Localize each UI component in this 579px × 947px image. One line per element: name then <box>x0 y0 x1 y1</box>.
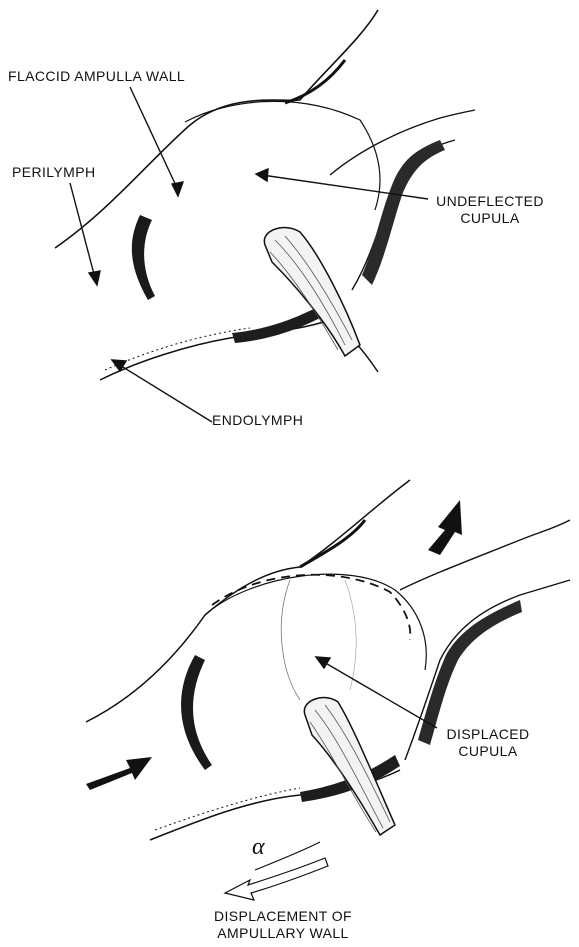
displaced-cupula-label: DISPLACED CUPULA <box>438 726 538 760</box>
alpha-label: α <box>252 834 265 861</box>
undeflected-cupula-line2: CUPULA <box>430 210 550 227</box>
displacement-line1: DISPLACEMENT OF <box>188 908 378 925</box>
perilymph-label: PERILYMPH <box>12 164 95 181</box>
top-ampulla-illustration <box>55 10 475 380</box>
displacement-of-ampullary-wall-label: DISPLACEMENT OF AMPULLARY WALL <box>188 908 378 942</box>
flow-arrows <box>86 500 462 790</box>
flow-arrow-upper <box>428 500 462 555</box>
displaced-cupula-line2: CUPULA <box>438 743 538 760</box>
flow-arrow-lower <box>86 757 152 790</box>
undeflected-cupula-line1: UNDEFLECTED <box>430 193 550 210</box>
flaccid-ampulla-wall-label: FLACCID AMPULLA WALL <box>8 68 185 85</box>
displaced-cupula-line1: DISPLACED <box>438 726 538 743</box>
displacement-arrow <box>225 842 328 900</box>
displacement-line2: AMPULLARY WALL <box>188 925 378 942</box>
endolymph-label: ENDOLYMPH <box>212 412 303 429</box>
undeflected-cupula-label: UNDEFLECTED CUPULA <box>430 193 550 227</box>
